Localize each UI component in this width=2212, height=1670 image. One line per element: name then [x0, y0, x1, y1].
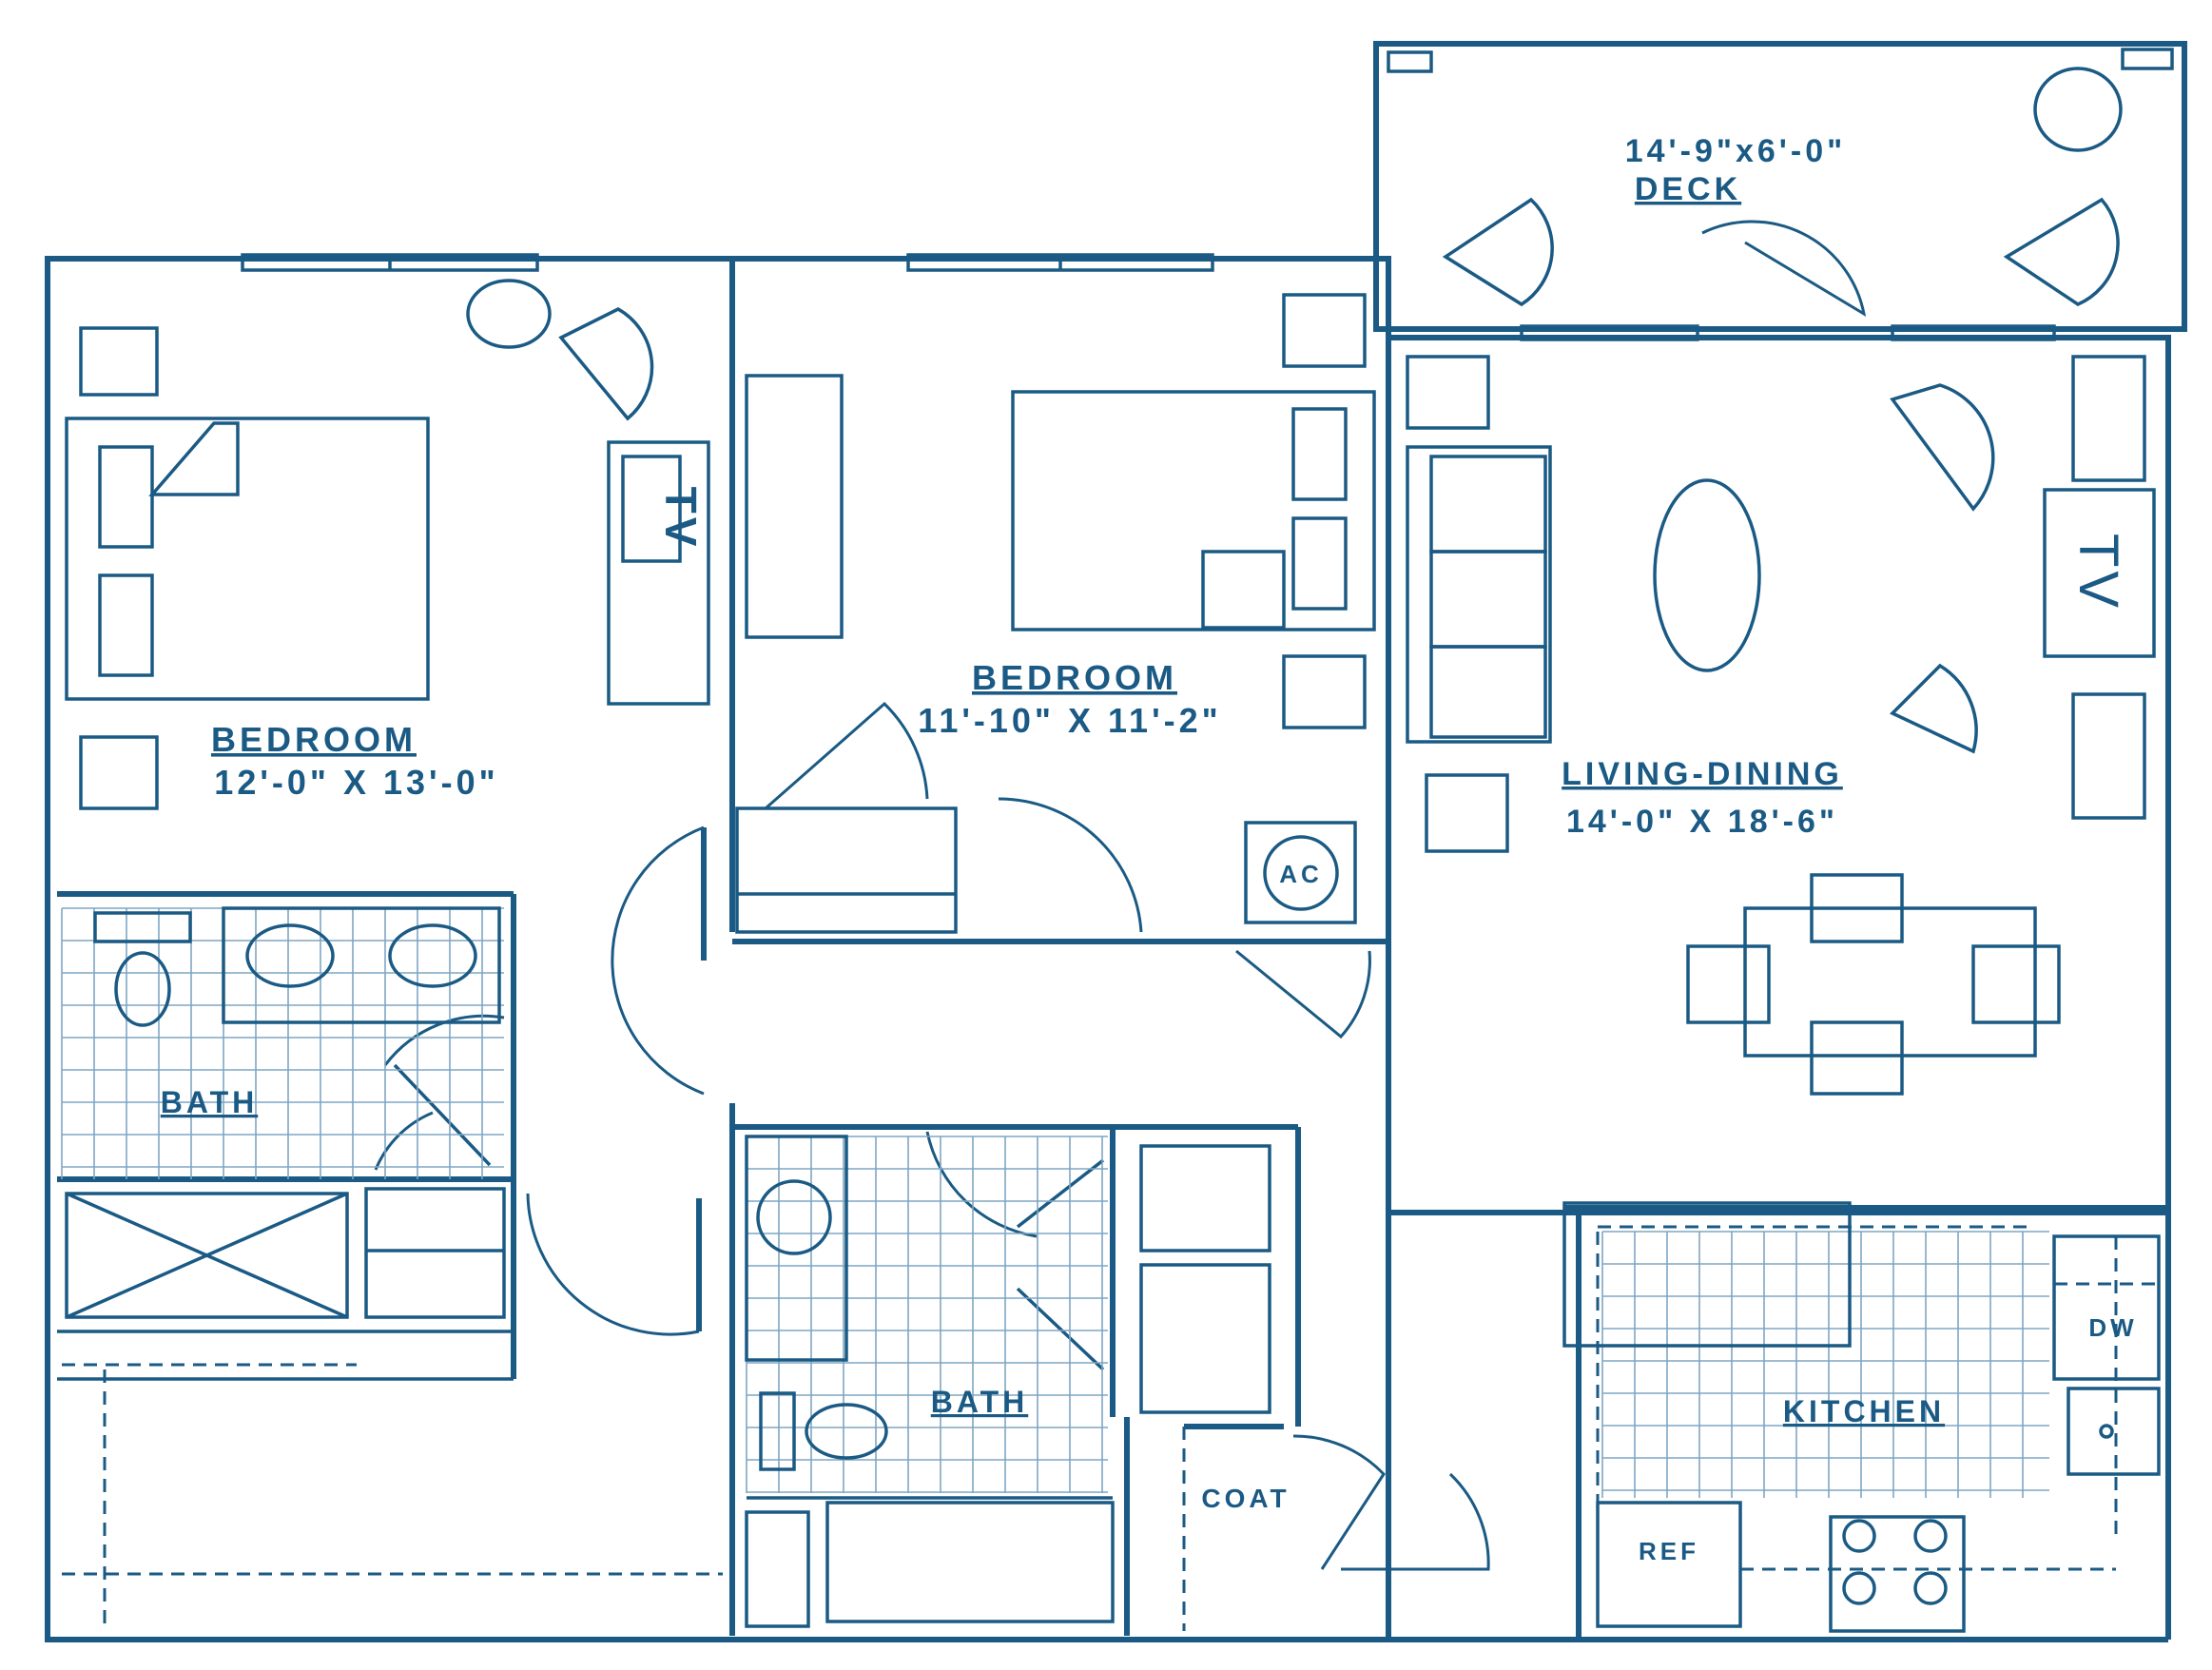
bedroom-left-dims: 12'-0" X 13'-0"	[214, 763, 498, 802]
bedroom-center-dims: 11'-10" X 11'-2"	[918, 701, 1221, 740]
coat-label: COAT	[1201, 1484, 1290, 1513]
dw-label: DW	[2088, 1313, 2137, 1342]
laundry-and-coat	[1139, 1144, 1271, 1631]
deck-dims: 14'-9"x6'-0"	[1625, 133, 1847, 169]
closet-left	[62, 1363, 723, 1626]
doors	[374, 220, 1867, 1571]
tv-living-label: TV	[2067, 534, 2129, 612]
bedroom-center-furniture	[735, 293, 1376, 934]
bedroom-left-name: BEDROOM	[211, 720, 417, 759]
deck-name: DECK	[1635, 171, 1741, 207]
bedroom-center-name: BEDROOM	[972, 658, 1177, 697]
living-dining-dims: 14'-0" X 18'-6"	[1566, 804, 1838, 840]
bath-left	[57, 906, 514, 1381]
bath-center-name: BATH	[931, 1385, 1029, 1419]
windows	[241, 48, 2174, 341]
kitchen	[1562, 1201, 2161, 1633]
exterior-walls	[45, 41, 2187, 1642]
labels: BEDROOM 12'-0" X 13'-0" BEDROOM 11'-10" …	[161, 133, 2137, 1565]
interior-walls	[57, 259, 2168, 1636]
living-dining-furniture	[1406, 355, 2156, 1096]
kitchen-name: KITCHEN	[1783, 1394, 1945, 1428]
tv-bedroom-label: TV	[656, 487, 706, 551]
living-dining-name: LIVING-DINING	[1562, 756, 1843, 792]
deck-furniture	[1442, 67, 2123, 307]
ref-label: REF	[1639, 1537, 1699, 1565]
bedroom-left-furniture	[65, 279, 710, 810]
ac-label: AC	[1279, 860, 1323, 888]
bath-center	[745, 1135, 1115, 1628]
bath-left-name: BATH	[161, 1085, 259, 1119]
